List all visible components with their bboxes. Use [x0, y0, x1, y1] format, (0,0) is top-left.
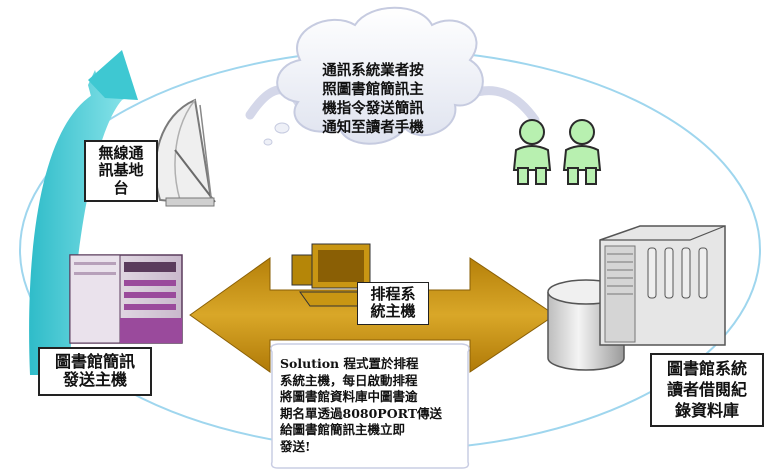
cloud-line: 機指令發送簡訊 [322, 99, 424, 117]
library-db-line: 讀者借閱紀 [666, 379, 747, 399]
solution-line: 系統主機，每日啟動排程 [280, 372, 418, 388]
solution-line: 期名單透過8080PORT傳送 [280, 405, 443, 421]
base-station-line: 台 [113, 178, 129, 197]
reader-person-icon [562, 119, 602, 185]
base-station-line: 訊基地 [98, 161, 144, 180]
base-station-label: 無線通 訊基地 台 [84, 140, 158, 202]
cloud-line: 通知至讀者手機 [322, 118, 424, 136]
sms-host-label: 圖書館簡訊 發送主機 [38, 347, 152, 396]
solution-line: 發送! [280, 438, 311, 454]
sms-cloud [263, 6, 484, 146]
scheduler-line: 統主機 [370, 302, 416, 321]
solution-line: 將圖書館資料庫中圖書逾 [280, 389, 418, 404]
base-station-line: 無線通 [98, 144, 144, 162]
cyan-upward-arrow [29, 50, 138, 375]
server-tower-icon [599, 225, 726, 346]
library-db-line: 圖書館系統 [666, 359, 747, 378]
sms-host-line: 圖書館簡訊 [54, 352, 135, 371]
host-machine-icon [69, 254, 183, 344]
sms-host-line: 發送主機 [62, 370, 127, 390]
solution-text: Solution 程式置於排程 系統主機，每日啟動排程 將圖書館資料庫中圖書逾 … [280, 356, 458, 455]
solution-line: Solution 程式置於排程 [280, 356, 419, 371]
library-db-line: 錄資料庫 [674, 400, 739, 420]
scheduler-line: 排程系 [370, 285, 416, 303]
desktop-computer-icon [291, 243, 374, 307]
cloud-line: 通訊系統業者按 [322, 62, 424, 79]
satellite-dish-icon [154, 98, 216, 207]
solution-line: 給圖書館簡訊主機立即 [280, 422, 406, 437]
library-db-label: 圖書館系統 讀者借閱紀 錄資料庫 [650, 353, 764, 428]
reader-person-icon [512, 119, 552, 185]
scheduler-label: 排程系 統主機 [357, 282, 429, 325]
cloud-label: 通訊系統業者按 照圖書館簡訊主 機指令發送簡訊 通知至讀者手機 [303, 62, 443, 137]
cloud-line: 照圖書館簡訊主 [322, 80, 424, 98]
solution-box [270, 343, 470, 469]
